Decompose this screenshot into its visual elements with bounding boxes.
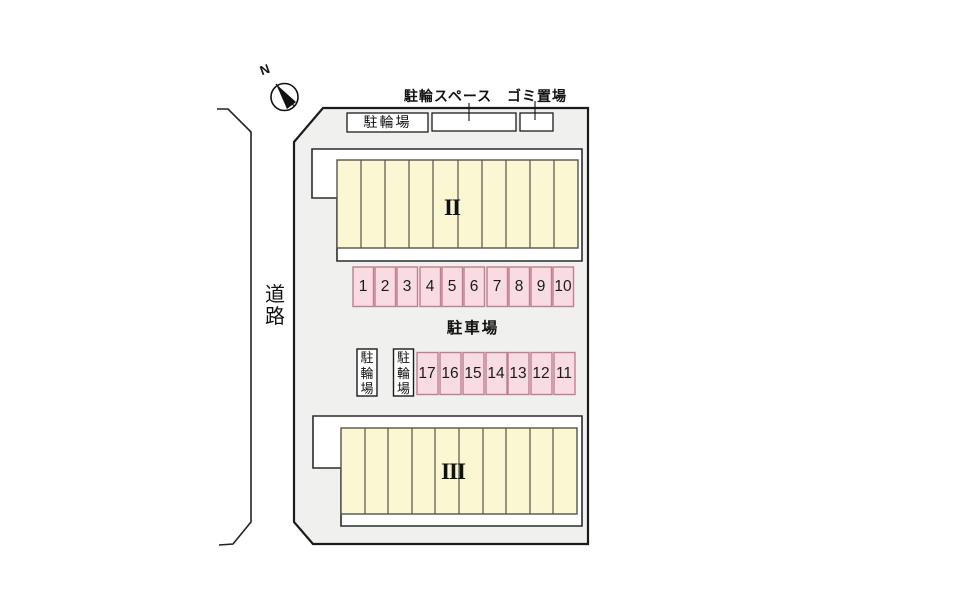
bicycle-space-box bbox=[431, 112, 517, 132]
bicycle-space-label: 駐輪スペース bbox=[403, 88, 493, 104]
road-edge-line bbox=[217, 108, 252, 546]
parking-space-7: 7 bbox=[492, 278, 502, 295]
parking-space-8: 8 bbox=[514, 278, 524, 295]
building-iii-label: III bbox=[441, 459, 466, 484]
parking-space-1: 1 bbox=[358, 278, 368, 295]
parking-space-10: 10 bbox=[554, 278, 572, 295]
parking-row-front bbox=[352, 266, 575, 308]
parking-space-13: 13 bbox=[509, 364, 527, 382]
parking-space-14: 14 bbox=[487, 364, 505, 382]
compass-icon bbox=[270, 82, 299, 112]
garbage-area-box bbox=[519, 112, 554, 132]
parking-space-3: 3 bbox=[402, 278, 412, 295]
bicycle-parking-box-middle-left bbox=[356, 348, 378, 397]
building-ii-unit-dividers bbox=[360, 160, 555, 248]
building-iii-unit-dividers bbox=[364, 428, 554, 514]
parking-row-middle bbox=[416, 351, 576, 396]
bicycle-parking-box-top bbox=[346, 112, 429, 133]
parking-space-16: 16 bbox=[441, 364, 459, 382]
parking-space-9: 9 bbox=[536, 278, 546, 295]
parking-space-4: 4 bbox=[425, 278, 435, 295]
parking-space-5: 5 bbox=[447, 278, 457, 295]
parking-space-17: 17 bbox=[418, 364, 436, 382]
parking-lot-label: 駐車場 bbox=[446, 320, 500, 337]
parking-space-12: 12 bbox=[532, 364, 550, 382]
bicycle-parking-middle-right-label: 駐輪場 bbox=[396, 350, 410, 396]
garbage-area-label: ゴミ置場 bbox=[507, 88, 567, 104]
bicycle-parking-box-middle-right bbox=[392, 348, 415, 397]
parking-space-15: 15 bbox=[464, 364, 482, 382]
parking-space-11: 11 bbox=[555, 364, 573, 382]
bicycle-parking-box-top-label: 駐輪場 bbox=[363, 113, 412, 130]
building-ii-label: II bbox=[444, 195, 461, 220]
road-label: 道路 bbox=[265, 284, 285, 328]
parking-space-6: 6 bbox=[469, 278, 479, 295]
parking-space-2: 2 bbox=[380, 278, 390, 295]
bicycle-parking-middle-left-label: 駐輪場 bbox=[360, 350, 374, 396]
